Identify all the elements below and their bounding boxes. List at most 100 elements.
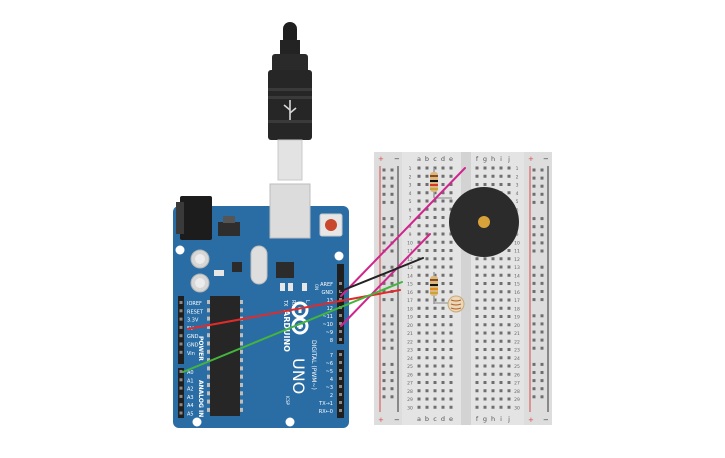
row-label: 11 (407, 249, 413, 255)
header-pin-hole[interactable] (339, 385, 342, 388)
row-label: 7 (409, 216, 412, 222)
header-pin-hole[interactable] (339, 393, 342, 396)
header-pin-hole[interactable] (179, 403, 183, 407)
column-label: h (491, 155, 495, 163)
wire-green-a0[interactable] (182, 281, 403, 373)
wire-magenta-pin11[interactable] (340, 167, 466, 297)
wire-magenta-pin9[interactable] (340, 233, 431, 327)
row-label: 3 (516, 183, 519, 189)
row-label: 21 (407, 331, 413, 337)
row-label: 27 (407, 381, 413, 387)
row-label: 23 (407, 348, 413, 354)
pin-label: RX←0 (319, 409, 333, 415)
row-label: 25 (514, 364, 520, 370)
row-label: 24 (407, 356, 413, 362)
row-label: 10 (514, 240, 520, 246)
capacitor (190, 273, 210, 293)
header-pin-hole[interactable] (339, 353, 342, 356)
column-label: i (500, 155, 502, 163)
power-header (178, 296, 184, 364)
header-pin-hole[interactable] (339, 409, 342, 412)
usb-port (269, 183, 311, 239)
header-pin-hole[interactable] (339, 322, 342, 325)
row-label: 1 (409, 166, 412, 172)
dc-power-jack (180, 196, 212, 240)
on-led-label: ON (314, 284, 319, 290)
row-label: 25 (407, 364, 413, 370)
row-label: 9 (516, 232, 519, 238)
pin-label: 3.3V (187, 318, 199, 324)
usb-icon (283, 100, 297, 120)
resistor-top[interactable] (430, 168, 438, 198)
column-label: j (507, 155, 510, 163)
column-label: c (433, 415, 437, 423)
usb-controller-chip (276, 262, 294, 278)
header-pin-hole[interactable] (339, 282, 342, 285)
row-label: 3 (409, 183, 412, 189)
header-pin-hole[interactable] (339, 314, 342, 317)
arduino-uno-board[interactable]: TX RX L ARDUINO UNO ICSP DIGITAL (PWM~) … (173, 183, 349, 428)
row-label: 16 (514, 290, 520, 296)
header-pin-hole[interactable] (339, 401, 342, 404)
row-label: 23 (514, 348, 520, 354)
header-pin-hole[interactable] (179, 411, 183, 415)
header-pin-hole[interactable] (339, 298, 342, 301)
status-leds: TX RX L (280, 283, 310, 307)
digital-header-low (337, 350, 344, 418)
row-label: 13 (514, 265, 520, 271)
column-label: f (476, 155, 479, 163)
row-label: 17 (514, 298, 520, 304)
usb-cable[interactable] (268, 22, 312, 181)
header-pin-hole[interactable] (339, 369, 342, 372)
header-pin-hole[interactable] (179, 334, 183, 338)
icsp-label: ICSP (285, 396, 290, 406)
pin-label: A3 (187, 395, 194, 401)
header-pin-hole[interactable] (179, 350, 183, 354)
header-pin-hole[interactable] (179, 394, 183, 398)
row-label: 10 (407, 240, 413, 246)
rail-minus-label: − (394, 155, 400, 163)
header-pin-hole[interactable] (179, 317, 183, 321)
analog-header (178, 368, 184, 418)
header-pin-hole[interactable] (179, 325, 183, 329)
column-label: f (476, 415, 479, 423)
row-label: 12 (407, 257, 413, 263)
breadboard-labels: aabbccddeeffgghhiijj11223344556677889910… (407, 155, 520, 423)
pin-label: 7 (330, 353, 333, 359)
pin-label: 2 (330, 393, 333, 399)
pin-label: RESET (187, 309, 204, 315)
wire-black-gnd[interactable] (340, 257, 424, 292)
photoresistor[interactable] (434, 295, 465, 313)
row-label: 4 (409, 191, 412, 197)
header-pin-hole[interactable] (179, 378, 183, 382)
column-label: b (425, 155, 429, 163)
piezo-buzzer[interactable] (449, 187, 519, 257)
header-pin-hole[interactable] (339, 330, 342, 333)
power-rail-right (524, 152, 552, 425)
header-pin-hole[interactable] (179, 370, 183, 373)
header-pin-hole[interactable] (339, 338, 342, 341)
resistor-bottom[interactable] (430, 272, 438, 304)
rail-minus-label: − (394, 416, 400, 424)
row-label: 20 (514, 323, 520, 329)
capacitor (190, 249, 210, 269)
pin-label: ~6 (326, 361, 333, 367)
header-pin-hole[interactable] (339, 361, 342, 364)
row-label: 24 (514, 356, 520, 362)
row-label: 30 (514, 405, 520, 411)
reset-button[interactable] (319, 213, 343, 237)
header-pin-hole[interactable] (179, 386, 183, 390)
row-label: 11 (514, 249, 520, 255)
row-label: 29 (407, 397, 413, 403)
header-pin-hole[interactable] (179, 301, 183, 304)
row-label: 22 (407, 339, 413, 345)
header-pin-hole[interactable] (179, 342, 183, 346)
header-pin-hole[interactable] (339, 377, 342, 380)
wires[interactable] (182, 167, 466, 373)
pin-label: GND (187, 343, 199, 349)
mounting-hole (285, 417, 295, 427)
header-pin-hole[interactable] (179, 309, 183, 313)
brand-label: ARDUINO (282, 310, 291, 352)
